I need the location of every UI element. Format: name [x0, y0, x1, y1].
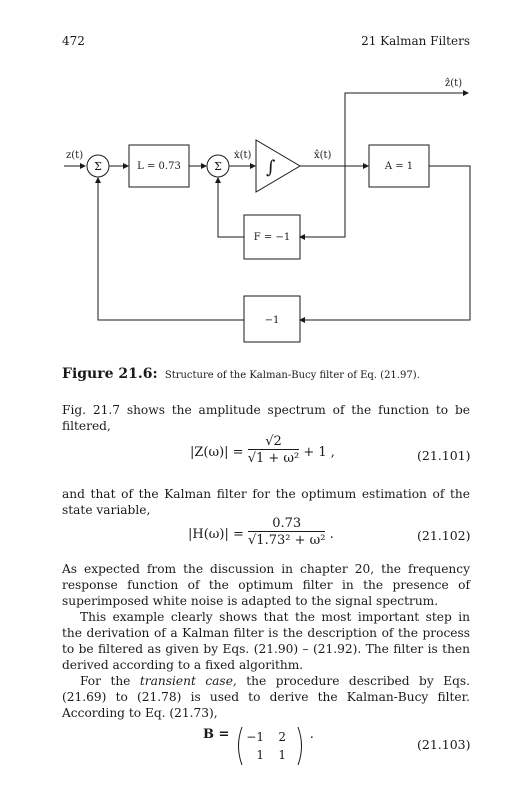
matrix-cell-1-0: 1: [256, 748, 264, 762]
eq1-rest: + 1 ,: [303, 445, 335, 460]
eq2-number: (21.102): [417, 528, 471, 543]
eq1-number: (21.101): [417, 448, 471, 463]
kalman-bucy-block-diagram: z(t) Σ L = 0.73 Σ ẋ(t) ∫ x̂(t) A = 1 ẑ(t…: [64, 78, 471, 343]
state-derivative-label: ẋ(t): [234, 150, 252, 161]
paragraph-2: and that of the Kalman filter for the op…: [62, 487, 470, 517]
paragraph-3: As expected from the discussion in chapt…: [62, 562, 470, 608]
negation-to-sum1-path: [95, 177, 244, 321]
para5-rest: the procedure described by Eqs. (21.69) …: [62, 674, 471, 720]
integrator-block: [255, 139, 301, 193]
integral-symbol: ∫: [266, 157, 276, 178]
input-label: z(t): [66, 150, 83, 161]
eq3-lhs: B =: [203, 726, 230, 742]
eq3-rest: .: [309, 726, 314, 742]
eq2-rest: .: [329, 527, 334, 542]
paragraph-5: For the transient case, the procedure de…: [62, 673, 470, 721]
figure-caption: Figure 21.6: Structure of the Kalman-Buc…: [62, 366, 420, 382]
paragraph-1: Fig. 21.7 shows the amplitude spectrum o…: [62, 403, 470, 433]
state-estimate-label: x̂(t): [314, 150, 332, 161]
eq3-number: (21.103): [417, 737, 471, 752]
figure-label: Figure 21.6:: [62, 366, 158, 382]
page-number: 472: [62, 34, 85, 48]
eq2-fraction: 0.73 √1.73² + ω²: [248, 516, 326, 549]
matrix-cell-0-0: −1: [246, 730, 264, 744]
output-block-label: A = 1: [384, 161, 413, 172]
eq1-lhs: |Z(ω)| =: [190, 445, 244, 460]
matrix-cell-1-1: 1: [278, 748, 286, 762]
negation-block-label: −1: [265, 315, 280, 326]
eq1-fraction: √2 √1 + ω²: [247, 434, 300, 467]
eq3-matrix: −1 2 1 1: [234, 725, 306, 771]
eq1-denominator: √1 + ω²: [247, 451, 300, 466]
paragraph-4: This example clearly shows that the most…: [62, 610, 470, 672]
negation-block: [243, 295, 301, 343]
matrix-cell-0-1: 2: [278, 730, 286, 744]
para5-emphasis: transient case,: [139, 674, 237, 688]
eq2-denominator: √1.73² + ω²: [248, 533, 326, 548]
eq2-lhs: |H(ω)| =: [188, 527, 244, 542]
running-title: 21 Kalman Filters: [361, 34, 470, 48]
state-to-feedback-path: [299, 166, 346, 240]
para5-lead: For the: [80, 674, 131, 688]
feedback-to-sum2-path: [215, 177, 244, 238]
output-feedback-path: [299, 165, 471, 323]
gain-block-label: L = 0.73: [137, 161, 181, 172]
matrix-brackets: −1 2 1 1: [237, 726, 302, 766]
output-label: ẑ(t): [445, 78, 462, 89]
sum1-symbol: Σ: [94, 160, 102, 173]
output-estimate-arrow: [344, 90, 469, 166]
feedback-block-label: F = −1: [254, 232, 290, 243]
sum2-symbol: Σ: [214, 160, 222, 173]
eq2-numerator: 0.73: [248, 516, 326, 532]
eq1-numerator: √2: [247, 434, 300, 450]
figure-caption-text: Structure of the Kalman-Bucy filter of E…: [164, 370, 420, 381]
